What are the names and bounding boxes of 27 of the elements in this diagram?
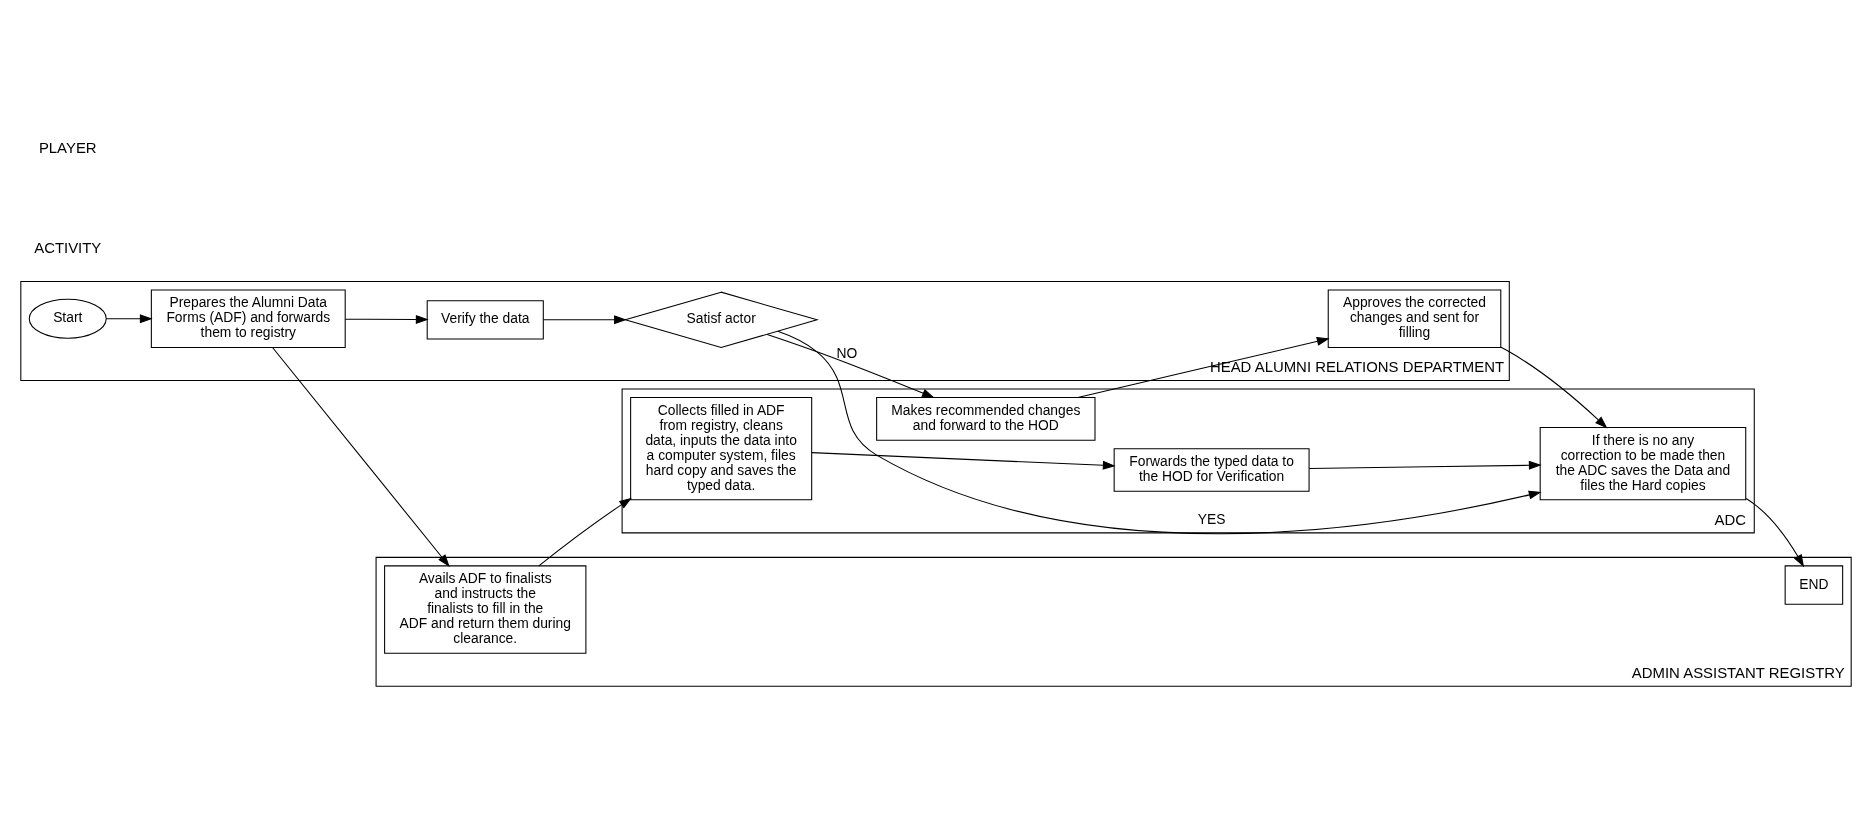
arrow (811, 452, 1116, 470)
arrow (105, 314, 153, 324)
edge-label: NO (836, 344, 858, 361)
label: PLAYER (38, 140, 97, 157)
edge-label: YES (1197, 510, 1226, 527)
arrow (1745, 497, 1805, 568)
arrow (1308, 460, 1542, 470)
label: ACTIVITY (34, 240, 102, 257)
arrow (344, 315, 429, 324)
arrow (272, 347, 450, 567)
arrow (1077, 337, 1330, 399)
node-box: Collects filled in ADF from registry, cleans data, inputs the data into a computer system, files hard copy and saves the typed data. (630, 397, 813, 501)
node-diamond: Satisf actor (623, 291, 819, 349)
node-box: Forwards the typed data to the HOD for Verification (1113, 448, 1310, 492)
node-ellipse: Start (28, 298, 107, 339)
arrow (766, 333, 935, 399)
arrow (538, 497, 632, 567)
arrow (1500, 346, 1608, 429)
node-box: Avails ADF to finalists and instructs the finalists to fill in the ADF and return them during clearance. (384, 565, 587, 654)
node-box: END (1784, 565, 1844, 605)
arrow (777, 330, 1542, 535)
node-box: Verify the data (426, 300, 544, 340)
node-box: Approves the corrected changes and sent for filling (1327, 289, 1502, 349)
node-box: If there is no any correction to be made then the ADC saves the Data and files the Hard copies (1539, 426, 1747, 501)
node-box: Prepares the Alumni Data Forms (ADF) and forwards them to registry (150, 289, 346, 349)
arrow (542, 315, 627, 325)
node-box: Makes recommended changes and forward to the HOD (876, 397, 1096, 441)
